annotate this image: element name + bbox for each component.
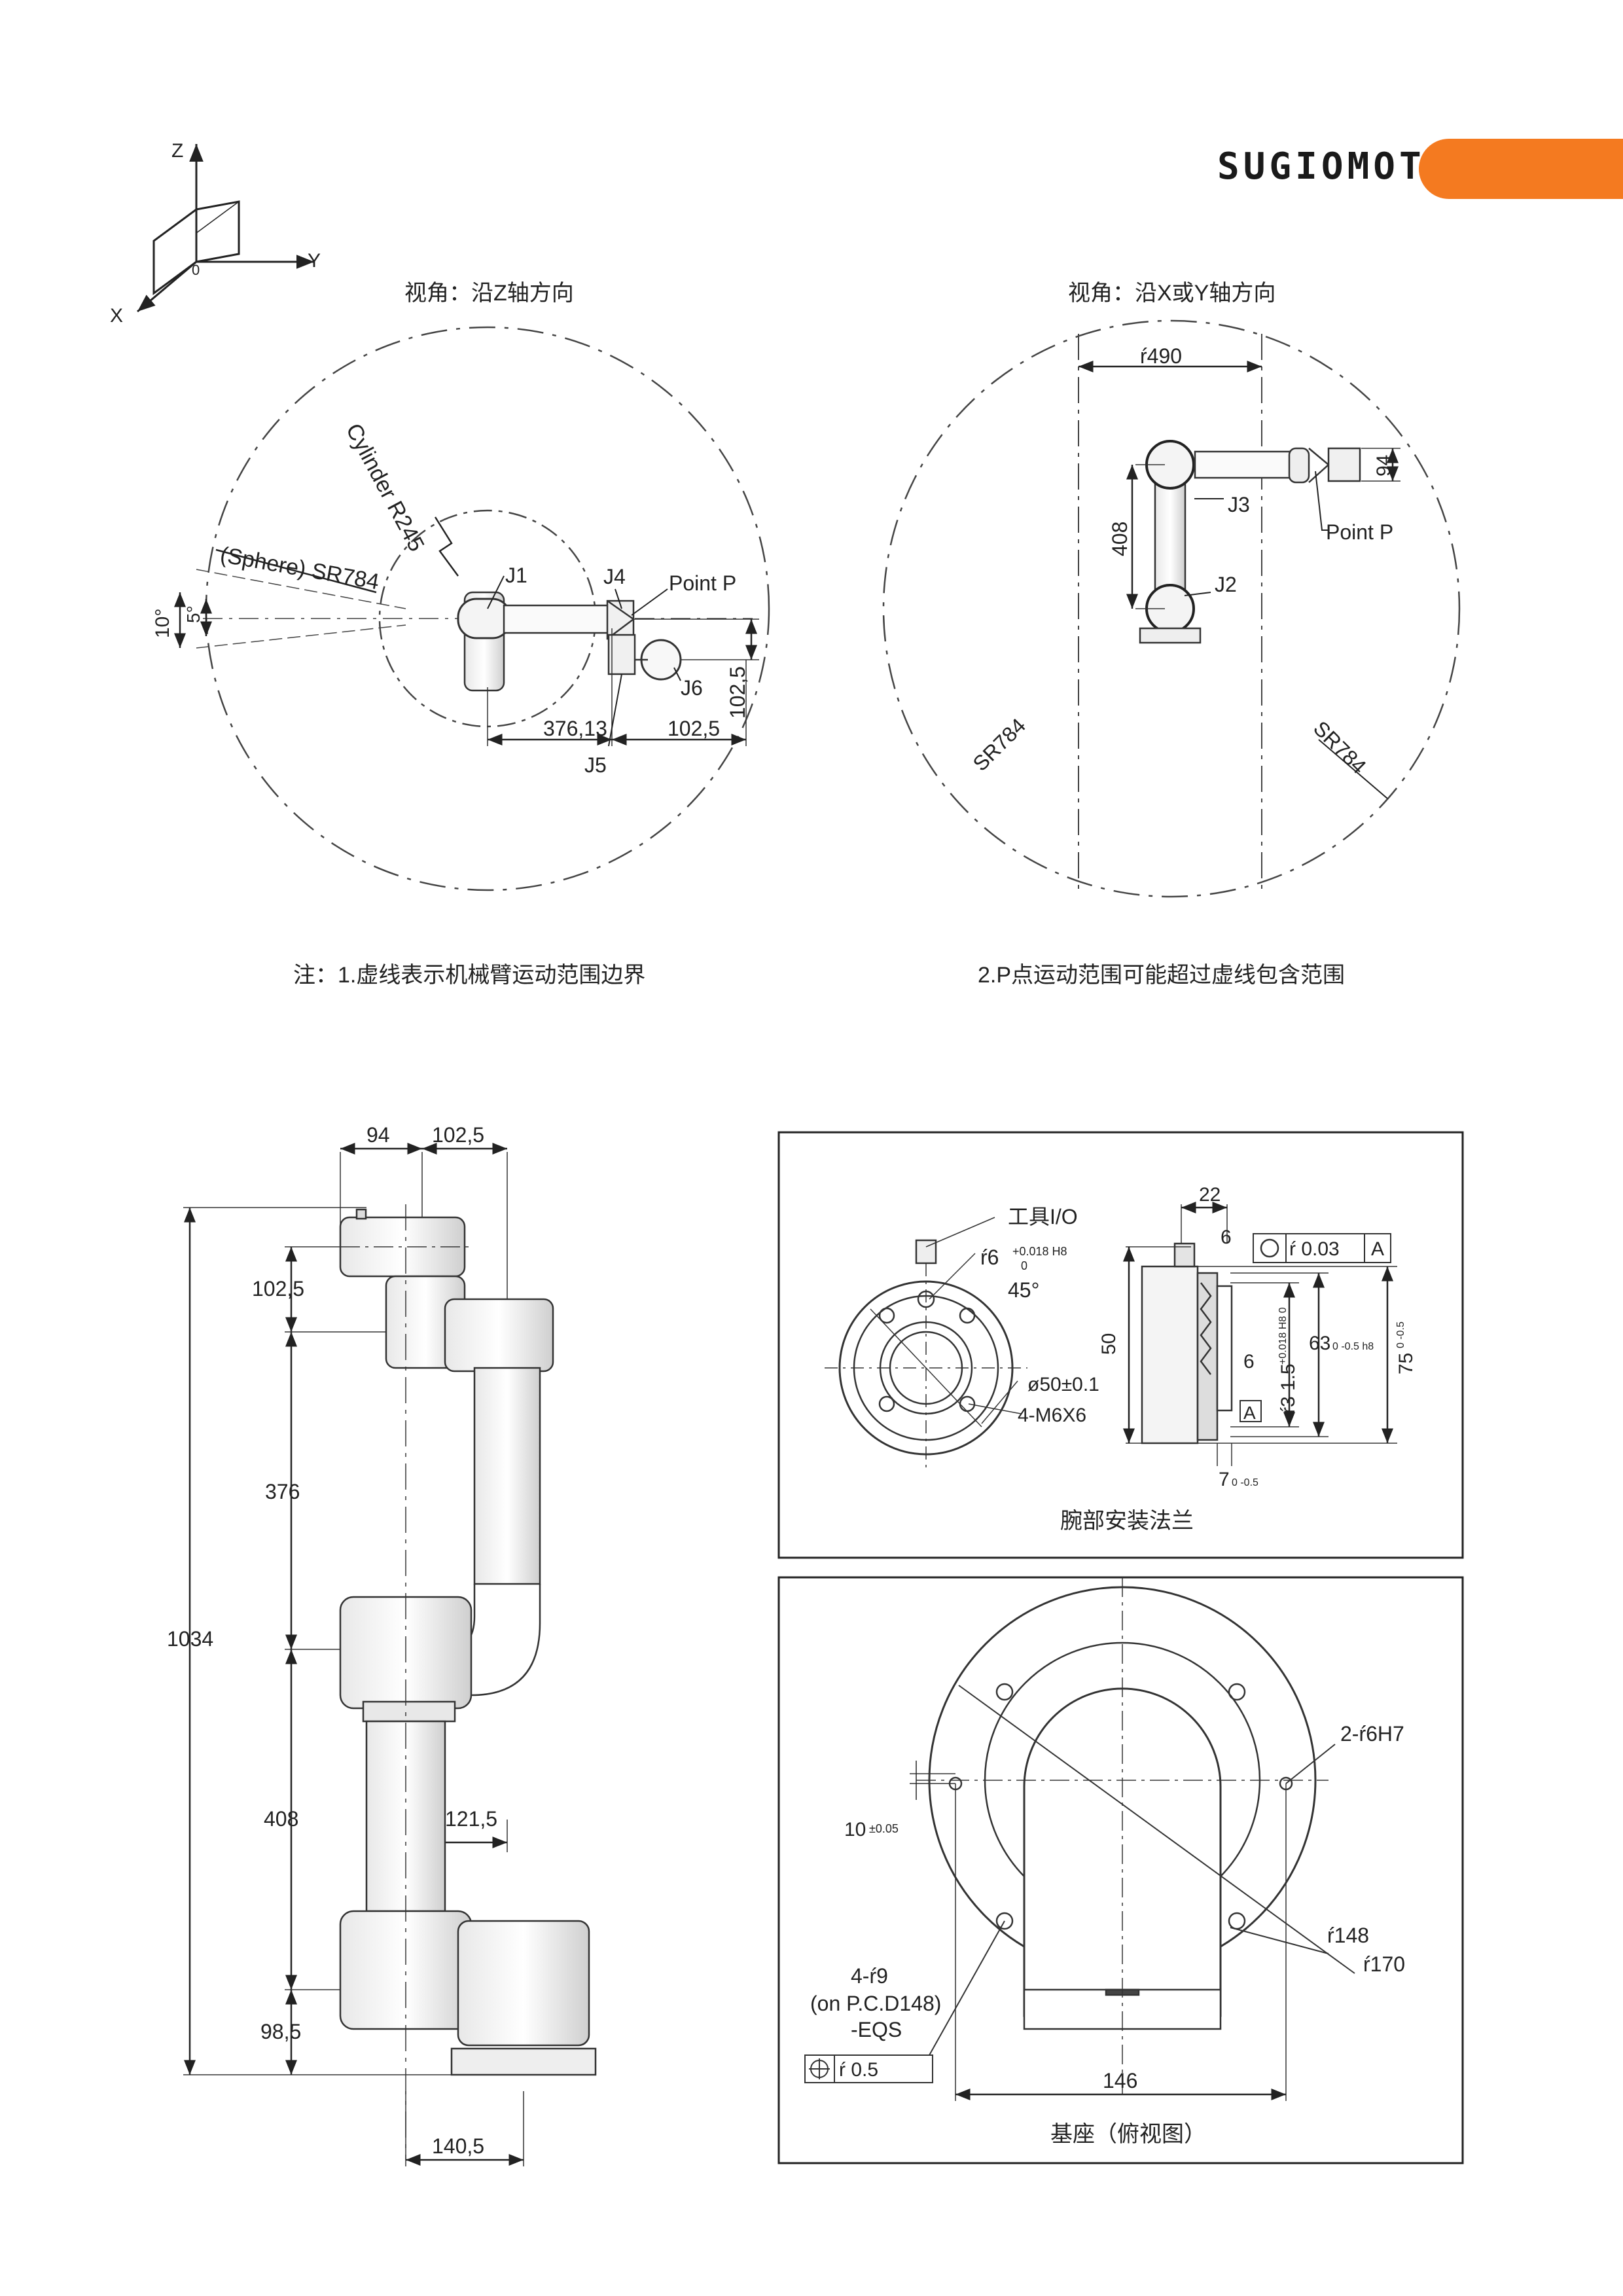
side-dim-985: 98,5 [260,2020,301,2043]
view2-j3: J3 [1228,493,1250,516]
note-1: 注：1.虚线表示机械臂运动范围边界 [293,963,646,988]
flange-dim-315-tol: +0.018 H8 0 [1277,1307,1289,1365]
flange-dim-75: 75 [1395,1353,1417,1374]
side-dim-408: 408 [264,1807,298,1831]
flange-frame [777,1131,1464,1559]
axes-icon [137,144,314,313]
view2-sr-right: SR784 [1309,716,1371,778]
flange-dim-7: 7 [1219,1469,1230,1490]
flange-r6-tol2: 0 [1021,1259,1027,1272]
flange-dim-50: 50 [1098,1333,1120,1355]
flange-r6-tol: +0.018 H8 [1012,1245,1067,1258]
side-dim-1215: 121,5 [445,1807,497,1831]
flange-dim-75-tol: 0 -0.5 [1395,1321,1406,1348]
axis-origin-label: 0 [192,262,200,278]
flange-datum-top: A [1371,1238,1384,1260]
view1-sphere-label: (Sphere) SR784 [219,542,382,594]
side-dim-94: 94 [366,1123,390,1147]
view2-sr-left: SR784 [968,713,1030,776]
base-dim-148: ŕ148 [1327,1924,1369,1947]
view2-drawing [882,319,1461,898]
base-dim-10-tol: ±0.05 [869,1822,899,1835]
flange-title: 腕部安装法兰 [1060,1509,1194,1534]
base-dim-10: 10 [844,1819,866,1840]
view2-point-p: Point P [1326,520,1393,544]
base-dim-146: 146 [1103,2069,1137,2092]
view2-caption: 视角：沿X或Y轴方向 [1068,281,1276,306]
base-pos-tol: ŕ 0.5 [839,2059,878,2081]
view1-dim-1025b: 102,5 [726,666,749,719]
brand-logo: SUGIOMOTO [1217,145,1452,188]
side-dim-376: 376 [265,1480,300,1503]
axis-x-label: X [110,305,123,327]
note-2: 2.P点运动范围可能超过虚线包含范围 [978,963,1346,988]
axis-z-label: Z [171,140,183,162]
view1-j4: J4 [603,565,626,588]
base-holes-2: 2-ŕ6H7 [1340,1722,1404,1746]
side-dim-1405: 140,5 [432,2134,484,2158]
view2-dim-490: ŕ490 [1140,344,1182,368]
view1-angle-10: 10° [152,609,173,638]
flange-tool-io: 工具I/O [1008,1205,1078,1229]
flange-dim-22: 22 [1199,1184,1221,1206]
base-holes-4: 4-ŕ9 [851,1964,888,1988]
side-dim-1034: 1034 [167,1627,213,1651]
side-dim-1025-top: 102,5 [432,1123,484,1147]
flange-d50: ø50±0.1 [1027,1374,1099,1395]
view1-caption: 视角：沿Z轴方向 [404,281,574,306]
view2-j2: J2 [1215,573,1237,596]
base-frame [777,1576,1464,2164]
base-title: 基座（俯视图） [1050,2122,1206,2147]
flange-dim-6a: 6 [1221,1227,1232,1248]
flange-dim-315: ŕ3 1.5 [1277,1363,1299,1414]
axis-y-label: Y [308,250,321,272]
flange-dim-63-tol: 0 -0.5 h8 [1332,1341,1374,1352]
flange-dim-7-tol: 0 -0.5 [1232,1477,1258,1488]
view1-j6: J6 [681,676,703,700]
view2-dim-408: 408 [1108,522,1132,556]
base-drawing [804,1577,1355,2101]
view1-j1: J1 [505,564,527,587]
brand-accent-bar [1419,139,1623,199]
view2-dim-94: 94 [1373,455,1395,476]
flange-r6: ŕ6 [980,1246,999,1269]
flange-dim-63: 63 [1309,1333,1330,1354]
side-view-drawing [183,1143,597,2166]
base-pcd: (on P.C.D148) [810,1992,941,2015]
view1-angle-5: 5° [183,605,204,623]
flange-dim-6b: 6 [1243,1351,1255,1372]
base-dim-170: ŕ170 [1363,1952,1405,1976]
view1-cylinder-label: Cylinder R245 [341,420,429,556]
flange-45: 45° [1008,1278,1039,1302]
flange-datum-bottom: A [1243,1403,1256,1423]
side-dim-1025-left: 102,5 [252,1277,304,1300]
view1-dim-1025a: 102,5 [668,717,720,740]
flange-tol-value: ŕ 0.03 [1289,1238,1340,1260]
base-eqs: -EQS [851,2018,902,2041]
flange-drawing [825,1202,1397,1473]
view1-j5: J5 [584,753,607,777]
view1-dim-37613: 376,13 [543,717,607,740]
flange-m6: 4-M6X6 [1018,1405,1086,1426]
view1-point-p: Point P [669,571,736,595]
view1-drawing [174,326,770,891]
